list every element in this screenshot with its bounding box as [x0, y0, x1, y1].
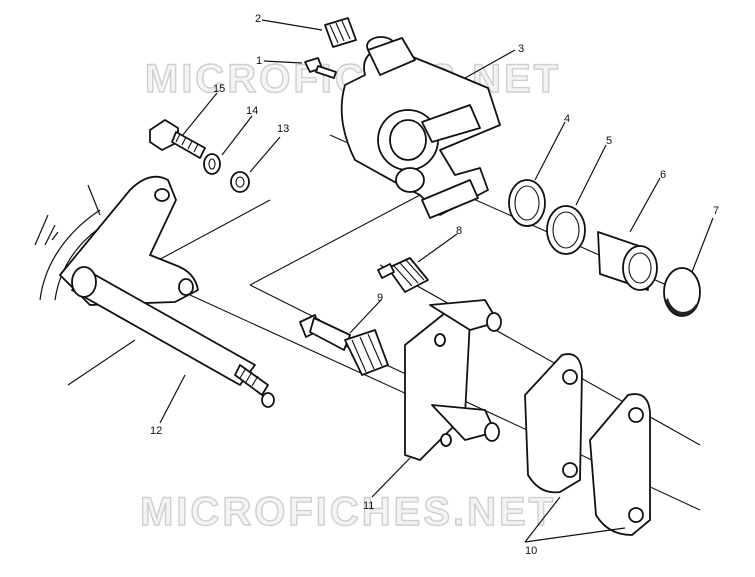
part-10-brake-pads [524, 353, 651, 536]
callout-14: 14 [246, 105, 258, 117]
part-15-bolt [149, 119, 206, 159]
part-11-mounting-bracket [404, 299, 502, 461]
part-12-bracket-arm [59, 175, 275, 408]
callout-13: 13 [277, 123, 289, 135]
part-5-dust-seal [546, 205, 586, 255]
callout-7: 7 [713, 205, 719, 217]
callout-12: 12 [150, 425, 162, 437]
callout-6: 6 [660, 169, 666, 181]
callout-1: 1 [256, 55, 262, 67]
part-13-flat-washer-hole [235, 176, 245, 188]
part-8-spring [377, 257, 429, 293]
part-7-cap [663, 267, 701, 317]
callout-2: 2 [255, 13, 261, 25]
callout-3: 3 [518, 43, 524, 55]
part-14-lock-washer-hole [208, 158, 216, 170]
callout-8: 8 [456, 225, 462, 237]
watermark-bottom: MICROFICHES.NET [140, 490, 556, 534]
callout-11: 11 [363, 500, 374, 512]
part-1-bleeder-screw [304, 57, 337, 79]
part-6-piston [597, 231, 658, 291]
callout-15: 15 [213, 83, 225, 95]
callout-9: 9 [377, 292, 383, 304]
callout-10: 10 [525, 545, 537, 557]
part-14-lock-washer [203, 153, 221, 175]
part-13-flat-washer [230, 171, 250, 193]
part-9-guide-pin [299, 314, 389, 376]
callout-4: 4 [564, 113, 570, 125]
part-2-bleeder-cap [324, 17, 357, 48]
part-4-seal [508, 179, 546, 227]
leader-lines [67, 19, 714, 543]
part-3-caliper-body [340, 36, 501, 219]
callout-5: 5 [606, 135, 612, 147]
